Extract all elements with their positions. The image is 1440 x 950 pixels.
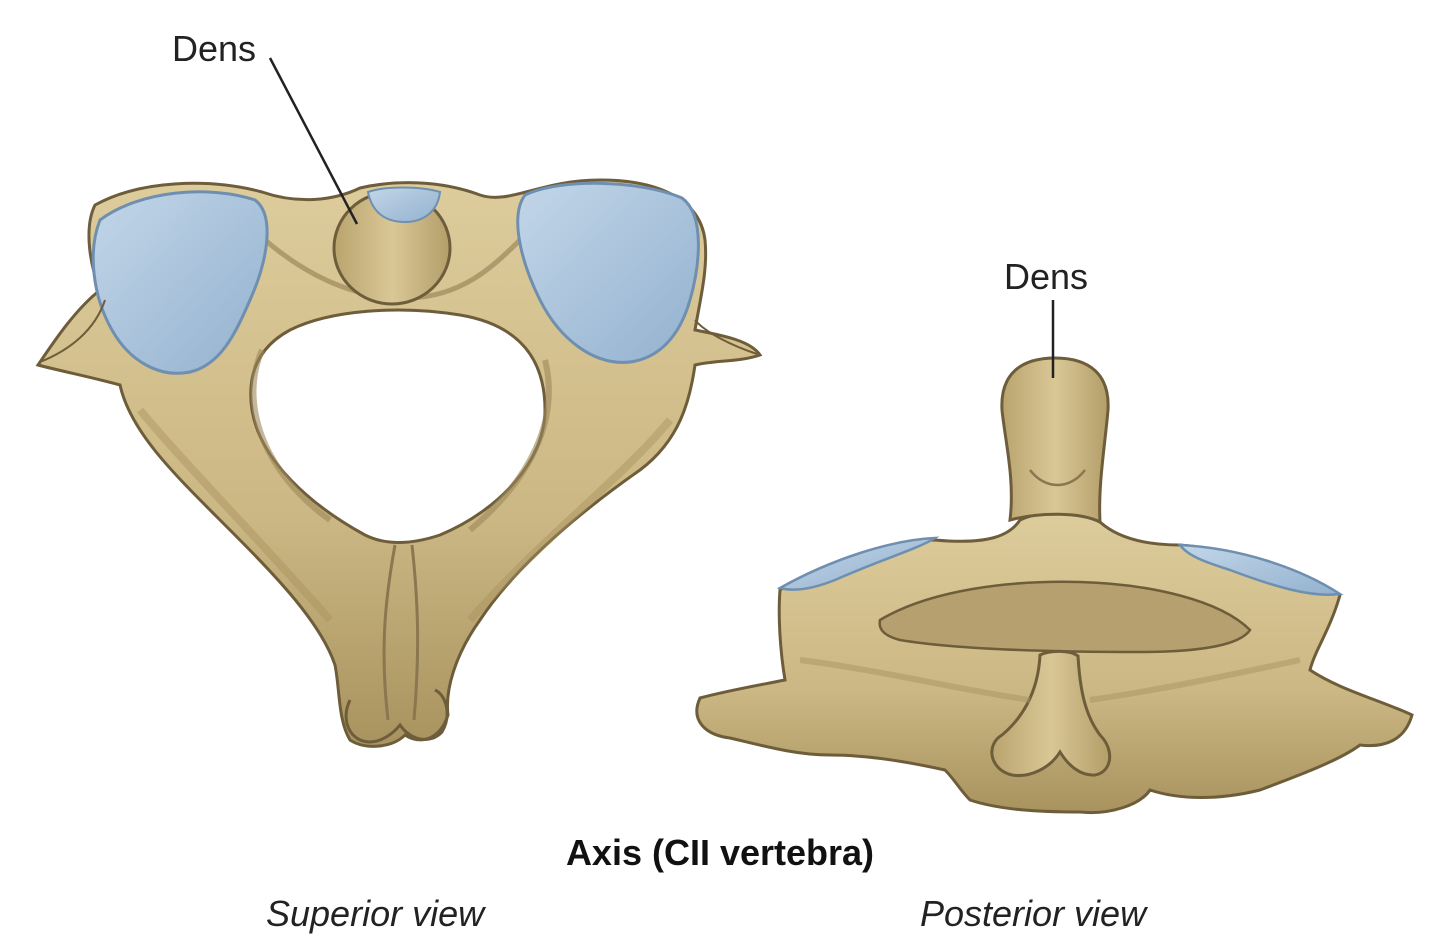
left-transverse-process bbox=[39, 299, 106, 363]
superior-view-vertebra bbox=[35, 178, 763, 748]
foramen-rim bbox=[250, 348, 552, 533]
dens-neck-shading bbox=[1029, 469, 1086, 487]
spinous-process-groove bbox=[382, 544, 420, 721]
left-superior-articular-facet bbox=[91, 190, 269, 375]
left-lamina-shading bbox=[136, 407, 334, 623]
figure-title: Axis (CII vertebra) bbox=[565, 832, 875, 873]
posterior-vertebral-canal bbox=[878, 580, 1252, 654]
right-lamina-shading bbox=[466, 417, 674, 623]
dens-facet bbox=[366, 186, 442, 224]
posterior-spinous-process bbox=[990, 649, 1111, 778]
right-superior-articular-facet bbox=[516, 181, 700, 364]
superior-view-caption: Superior view bbox=[266, 893, 485, 934]
bifid-spinous-tip bbox=[344, 688, 449, 744]
posterior-dens bbox=[1000, 356, 1110, 525]
posterior-lamina-shading-left bbox=[799, 657, 1031, 703]
posterior-dens-label: Dens bbox=[1004, 256, 1089, 297]
right-transverse-process bbox=[694, 319, 758, 355]
posterior-view-vertebra bbox=[695, 356, 1414, 815]
posterior-view-caption: Posterior view bbox=[920, 893, 1147, 934]
posterior-left-articular-facet bbox=[776, 536, 940, 591]
posterior-right-articular-facet bbox=[1177, 543, 1344, 596]
superior-dens-label: Dens bbox=[172, 28, 257, 69]
posterior-lamina-shading-right bbox=[1089, 657, 1301, 703]
superior-dens-leader-line bbox=[268, 57, 359, 225]
